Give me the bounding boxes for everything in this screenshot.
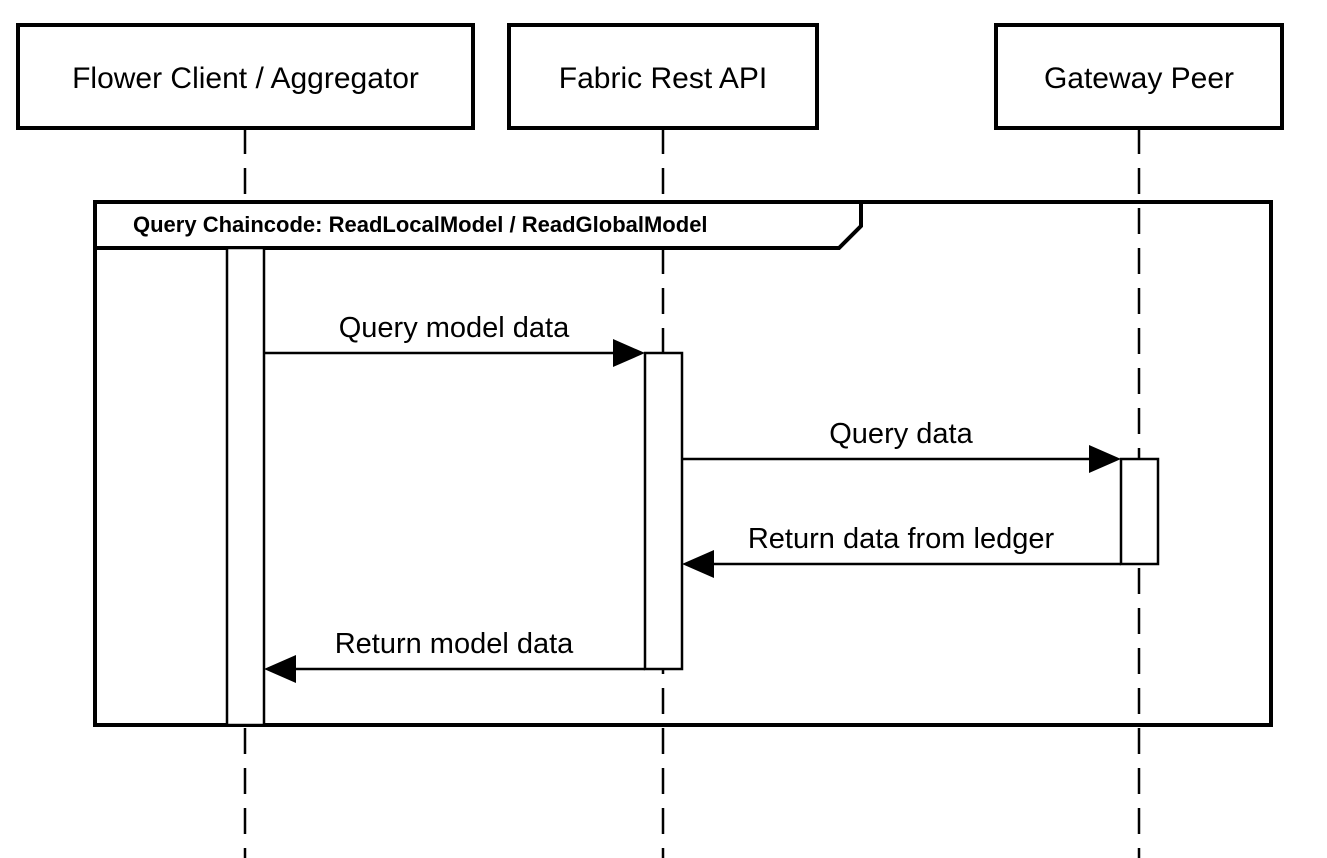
participant-client-label: Flower Client / Aggregator [72, 62, 419, 95]
message-query-data: Query data [682, 418, 1121, 473]
arrow-left-icon [682, 550, 714, 578]
message-label-3: Return data from ledger [748, 523, 1055, 555]
participant-client: Flower Client / Aggregator [16, 23, 475, 130]
activation-client [225, 246, 266, 727]
participant-peer: Gateway Peer [994, 23, 1284, 130]
message-query-model-data: Query model data [264, 312, 645, 367]
arrow-left-icon [264, 655, 296, 683]
arrow-right-icon [613, 339, 645, 367]
message-label-4: Return model data [335, 628, 574, 660]
participant-api-label: Fabric Rest API [559, 62, 767, 95]
fragment-tab [93, 200, 863, 250]
participant-peer-label: Gateway Peer [1044, 62, 1234, 95]
message-return-model-data: Return model data [264, 628, 645, 683]
message-label-1: Query model data [339, 312, 570, 344]
participant-api: Fabric Rest API [507, 23, 819, 130]
fragment-label: Query Chaincode: ReadLocalModel / ReadGl… [133, 212, 708, 237]
message-return-data-from-ledger: Return data from ledger [682, 523, 1121, 578]
message-label-2: Query data [829, 418, 973, 450]
arrow-right-icon [1089, 445, 1121, 473]
activation-peer [1119, 457, 1160, 566]
fragment-frame: Query Chaincode: ReadLocalModel / ReadGl… [93, 200, 1273, 727]
activation-api [643, 351, 684, 671]
